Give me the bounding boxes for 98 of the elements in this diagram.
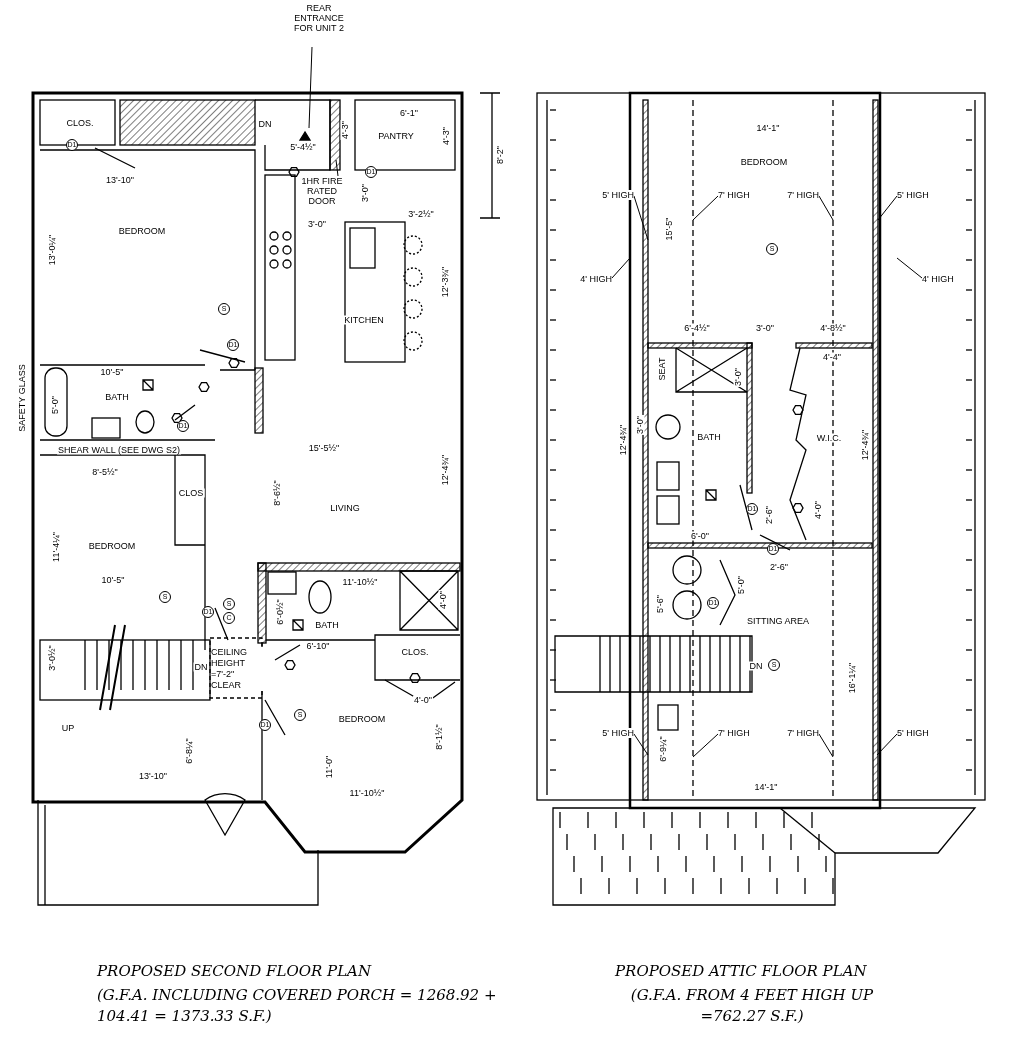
room-label: DN — [257, 119, 273, 129]
dimension-label: 3'-0" — [755, 323, 775, 333]
room-label: UP — [60, 723, 76, 733]
dimension-label: 15'-5½" — [307, 443, 341, 453]
dimension-label: 6'-1" — [399, 108, 419, 118]
room-label: W.I.C. — [815, 433, 843, 443]
plan-title: PROPOSED SECOND FLOOR PLAN — [97, 962, 372, 981]
dimension-label: 4'-0" — [813, 500, 823, 520]
dimension-label: 3'-0½" — [47, 644, 57, 672]
leader-line — [692, 195, 719, 221]
dimension-label: 4'-3" — [340, 120, 350, 140]
dimension-label: 8'-1½" — [434, 723, 444, 751]
dimension-label: 4'-0" — [438, 590, 448, 610]
callout-text: 5' HIGH — [600, 728, 634, 738]
dimension-label: 4'-8½" — [819, 323, 847, 333]
dimension-label: SHEAR WALL (SEE DWG S2) — [57, 445, 181, 455]
leader-line — [896, 257, 923, 279]
callout-text: 5' HIGH — [897, 728, 931, 738]
dimension-label: 4'-3" — [441, 126, 451, 146]
dimension-label: 8'-6½" — [272, 479, 282, 507]
plan-title: PROPOSED ATTIC FLOOR PLAN — [615, 962, 867, 981]
dimension-label: 3'-0" — [307, 219, 327, 229]
dimension-label: 3'-0" — [360, 183, 370, 203]
room-label: SITTING AREA — [746, 616, 810, 626]
room-label: CLOS. — [65, 118, 95, 128]
room-label: DN — [193, 662, 209, 672]
leader-line — [876, 733, 898, 756]
dimension-label: 5'-4½" — [289, 142, 317, 152]
room-label: BEDROOM — [337, 714, 387, 724]
dimension-label: 2'-6" — [764, 505, 774, 525]
room-label: PANTRY — [377, 131, 415, 141]
dimension-label: 13'-0¼" — [47, 233, 57, 267]
callout-text: 5' HIGH — [600, 190, 634, 200]
dimension-label: 8'-5½" — [91, 467, 119, 477]
room-label: BATH — [696, 432, 722, 442]
dimension-label: 2'-6" — [769, 562, 789, 572]
dimension-label: 6'-0½" — [275, 598, 285, 626]
dimension-label: 6'-10" — [305, 641, 331, 651]
dimension-label: 12'-4¾" — [618, 423, 628, 457]
dimension-label: 11'-0" — [324, 754, 334, 780]
dimension-label: 12'-3¾" — [440, 265, 450, 299]
dimension-label: 4'-0" — [413, 695, 433, 705]
room-label: BEDROOM — [739, 157, 789, 167]
dimension-label: 15'-5" — [664, 216, 674, 242]
callout-text: 7' HIGH — [718, 190, 752, 200]
dimension-label: 5'-6" — [655, 594, 665, 614]
callout-text: 4' HIGH — [922, 274, 956, 284]
dimension-label: 13'-10" — [138, 771, 168, 781]
leader-line — [633, 195, 649, 241]
callout-text: 7' HIGH — [785, 728, 819, 738]
plan-caption: (G.F.A. INCLUDING COVERED PORCH = 1268.92 + 104.41 = 1373.33 S.F.) — [97, 985, 497, 1027]
leader-line — [692, 733, 719, 758]
callout-text: 5' HIGH — [897, 190, 931, 200]
dimension-label: 5'-0" — [736, 575, 746, 595]
leader-line — [308, 46, 313, 129]
note-text: CEILING HEIGHT =7'-2" CLEAR — [211, 647, 263, 691]
dimension-label: 13'-10" — [105, 175, 135, 185]
dimension-label: 6'-4½" — [683, 323, 711, 333]
room-label: SAFETY GLASS — [17, 363, 27, 433]
room-label: BATH — [314, 620, 340, 630]
dimension-label: 11'-10½" — [341, 577, 379, 587]
dimension-label: 3'-0" — [635, 415, 645, 435]
dimension-label: 12'-4¾" — [860, 428, 870, 462]
callout-text: 7' HIGH — [718, 728, 752, 738]
dimension-label: 14'-1" — [753, 782, 779, 792]
dimension-label: 4'-4" — [822, 352, 842, 362]
dimension-label: 16'-1¼" — [847, 661, 857, 695]
leader-line — [611, 257, 631, 279]
dimension-label: 3'-2½" — [407, 209, 435, 219]
room-label: CLOS. — [400, 647, 430, 657]
dimension-label: 11'-4¼" — [51, 531, 61, 563]
dimension-label: 12'-4¾" — [440, 453, 450, 487]
dimension-label: 8'-2" — [495, 145, 505, 165]
room-label: DN — [748, 661, 764, 671]
leader-line — [877, 195, 898, 221]
dimension-label: 10'-5" — [99, 367, 125, 377]
dimension-label: 6'-8¼" — [184, 737, 194, 765]
dimension-label: 14'-1" — [755, 123, 781, 133]
dimension-label: 6'-9¼" — [658, 735, 668, 763]
room-label: SEAT — [657, 356, 667, 382]
dimension-label: 10'-5" — [100, 575, 126, 585]
room-label: CLOS — [177, 488, 205, 498]
room-label: BEDROOM — [87, 541, 137, 551]
dimension-label: 5'-0" — [50, 395, 60, 415]
dimension-label: 3'-0" — [733, 367, 743, 387]
dimension-label: 11'-10½" — [348, 788, 386, 798]
callout-text: 4' HIGH — [578, 274, 612, 284]
room-label: KITCHEN — [343, 315, 385, 325]
leader-line — [335, 159, 339, 177]
leader-line — [818, 195, 834, 221]
callout-text: 7' HIGH — [785, 190, 819, 200]
room-label: BATH — [104, 392, 130, 402]
plan-caption: (G.F.A. FROM 4 FEET HIGH UP =762.27 S.F.) — [629, 985, 875, 1027]
leader-line — [818, 733, 834, 758]
room-label: BEDROOM — [117, 226, 167, 236]
dimension-label: 6'-0" — [690, 531, 710, 541]
room-label: LIVING — [329, 503, 361, 513]
leader-line — [633, 733, 649, 756]
